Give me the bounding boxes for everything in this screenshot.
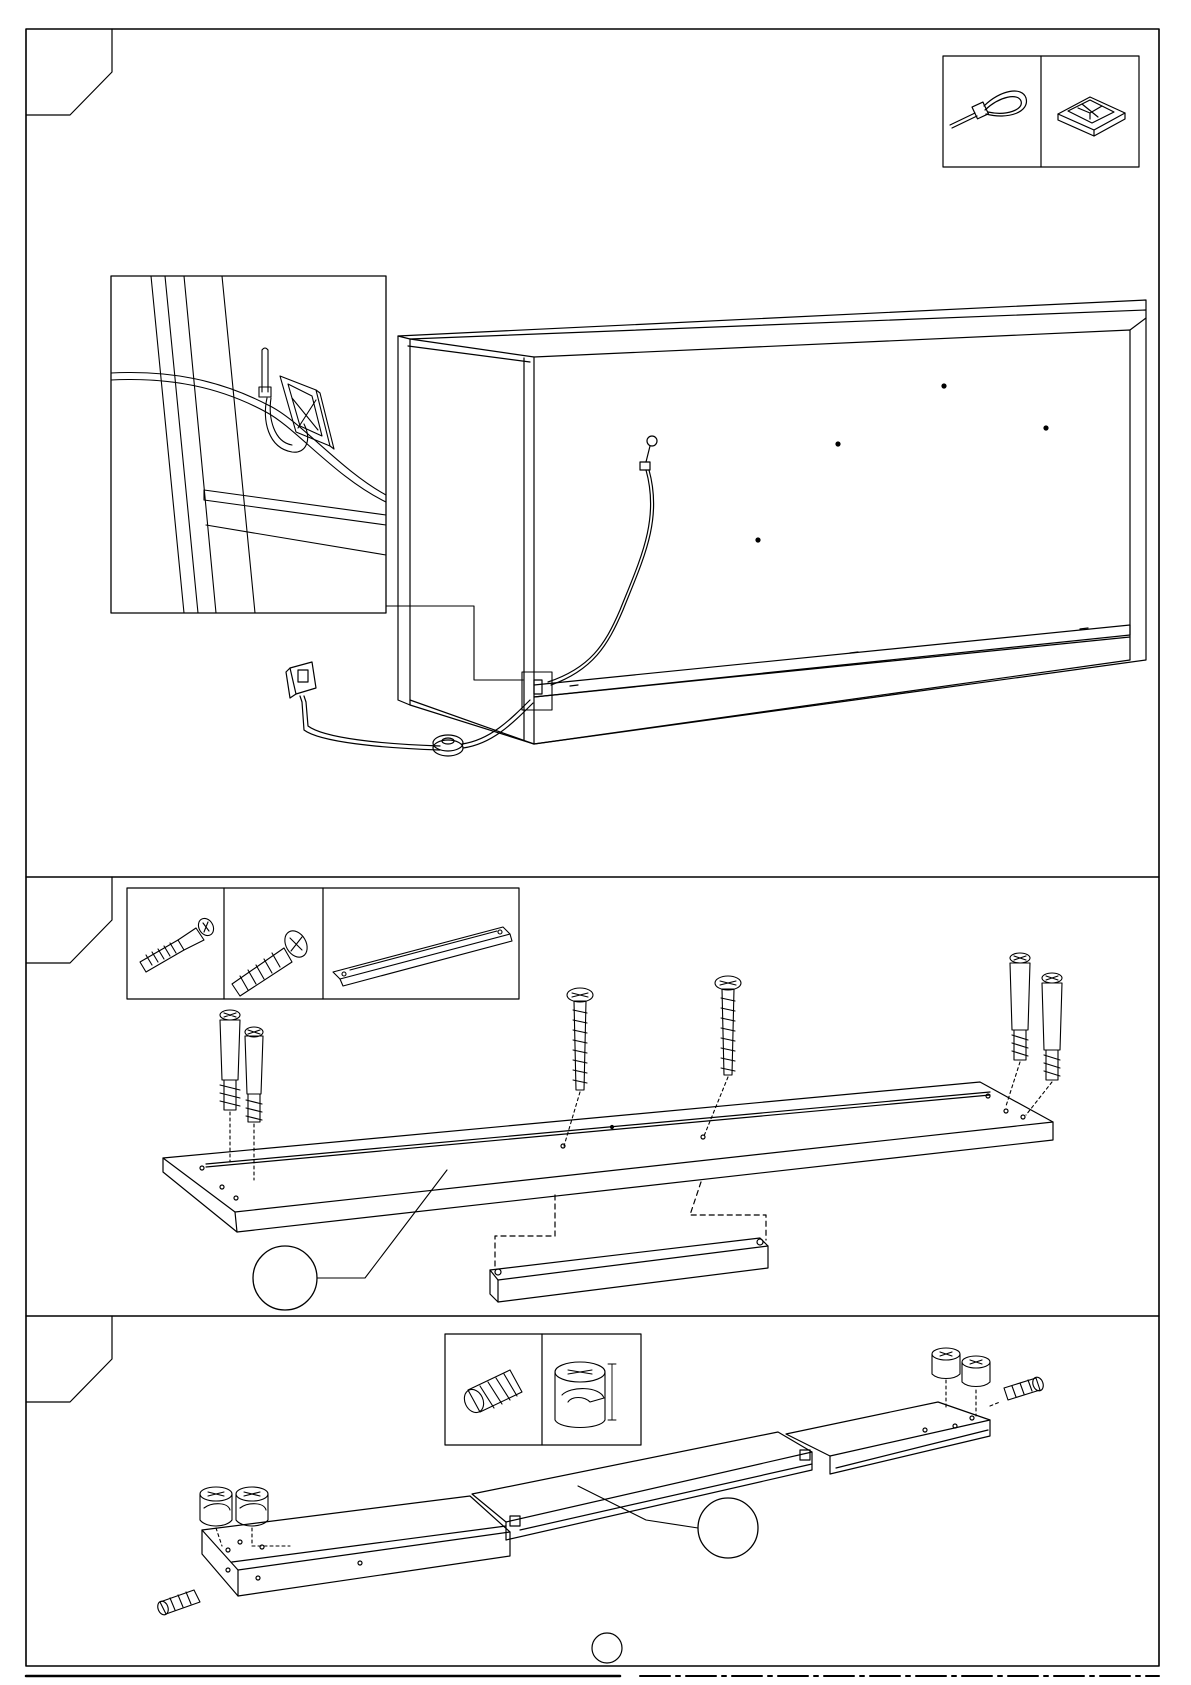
step-number-tab [26, 1316, 112, 1402]
top-board [163, 1082, 1053, 1232]
cam-bolt-icon [140, 916, 217, 972]
cam-lock-icon [555, 1362, 616, 1428]
step-number-tab [26, 877, 112, 963]
step-number-tab [26, 29, 112, 115]
wooden-dowel-icon [156, 1376, 1045, 1617]
part-callout [253, 1170, 447, 1310]
board-left [202, 1496, 510, 1596]
wooden-dowel-icon [461, 1370, 522, 1416]
long-screw-icon [232, 927, 312, 996]
step-top [26, 29, 1146, 756]
cam-bolt-icon [220, 953, 1062, 1180]
hardware-box-step-top [943, 56, 1139, 167]
hardware-box-step-bottom [445, 1334, 641, 1445]
step-bottom [26, 1316, 1045, 1616]
support-rail-icon [333, 927, 512, 986]
page-number-badge [592, 1633, 622, 1663]
cabinet-back-view [286, 300, 1146, 756]
board-middle [472, 1432, 812, 1540]
adhesive-cable-mount-icon [1058, 97, 1125, 136]
hardware-box-step-middle [127, 888, 519, 999]
power-adapter-icon [286, 662, 440, 750]
board-right [786, 1402, 990, 1474]
cable-tie-icon [950, 91, 1026, 128]
step-middle [26, 877, 1062, 1310]
support-rail [490, 1182, 768, 1302]
